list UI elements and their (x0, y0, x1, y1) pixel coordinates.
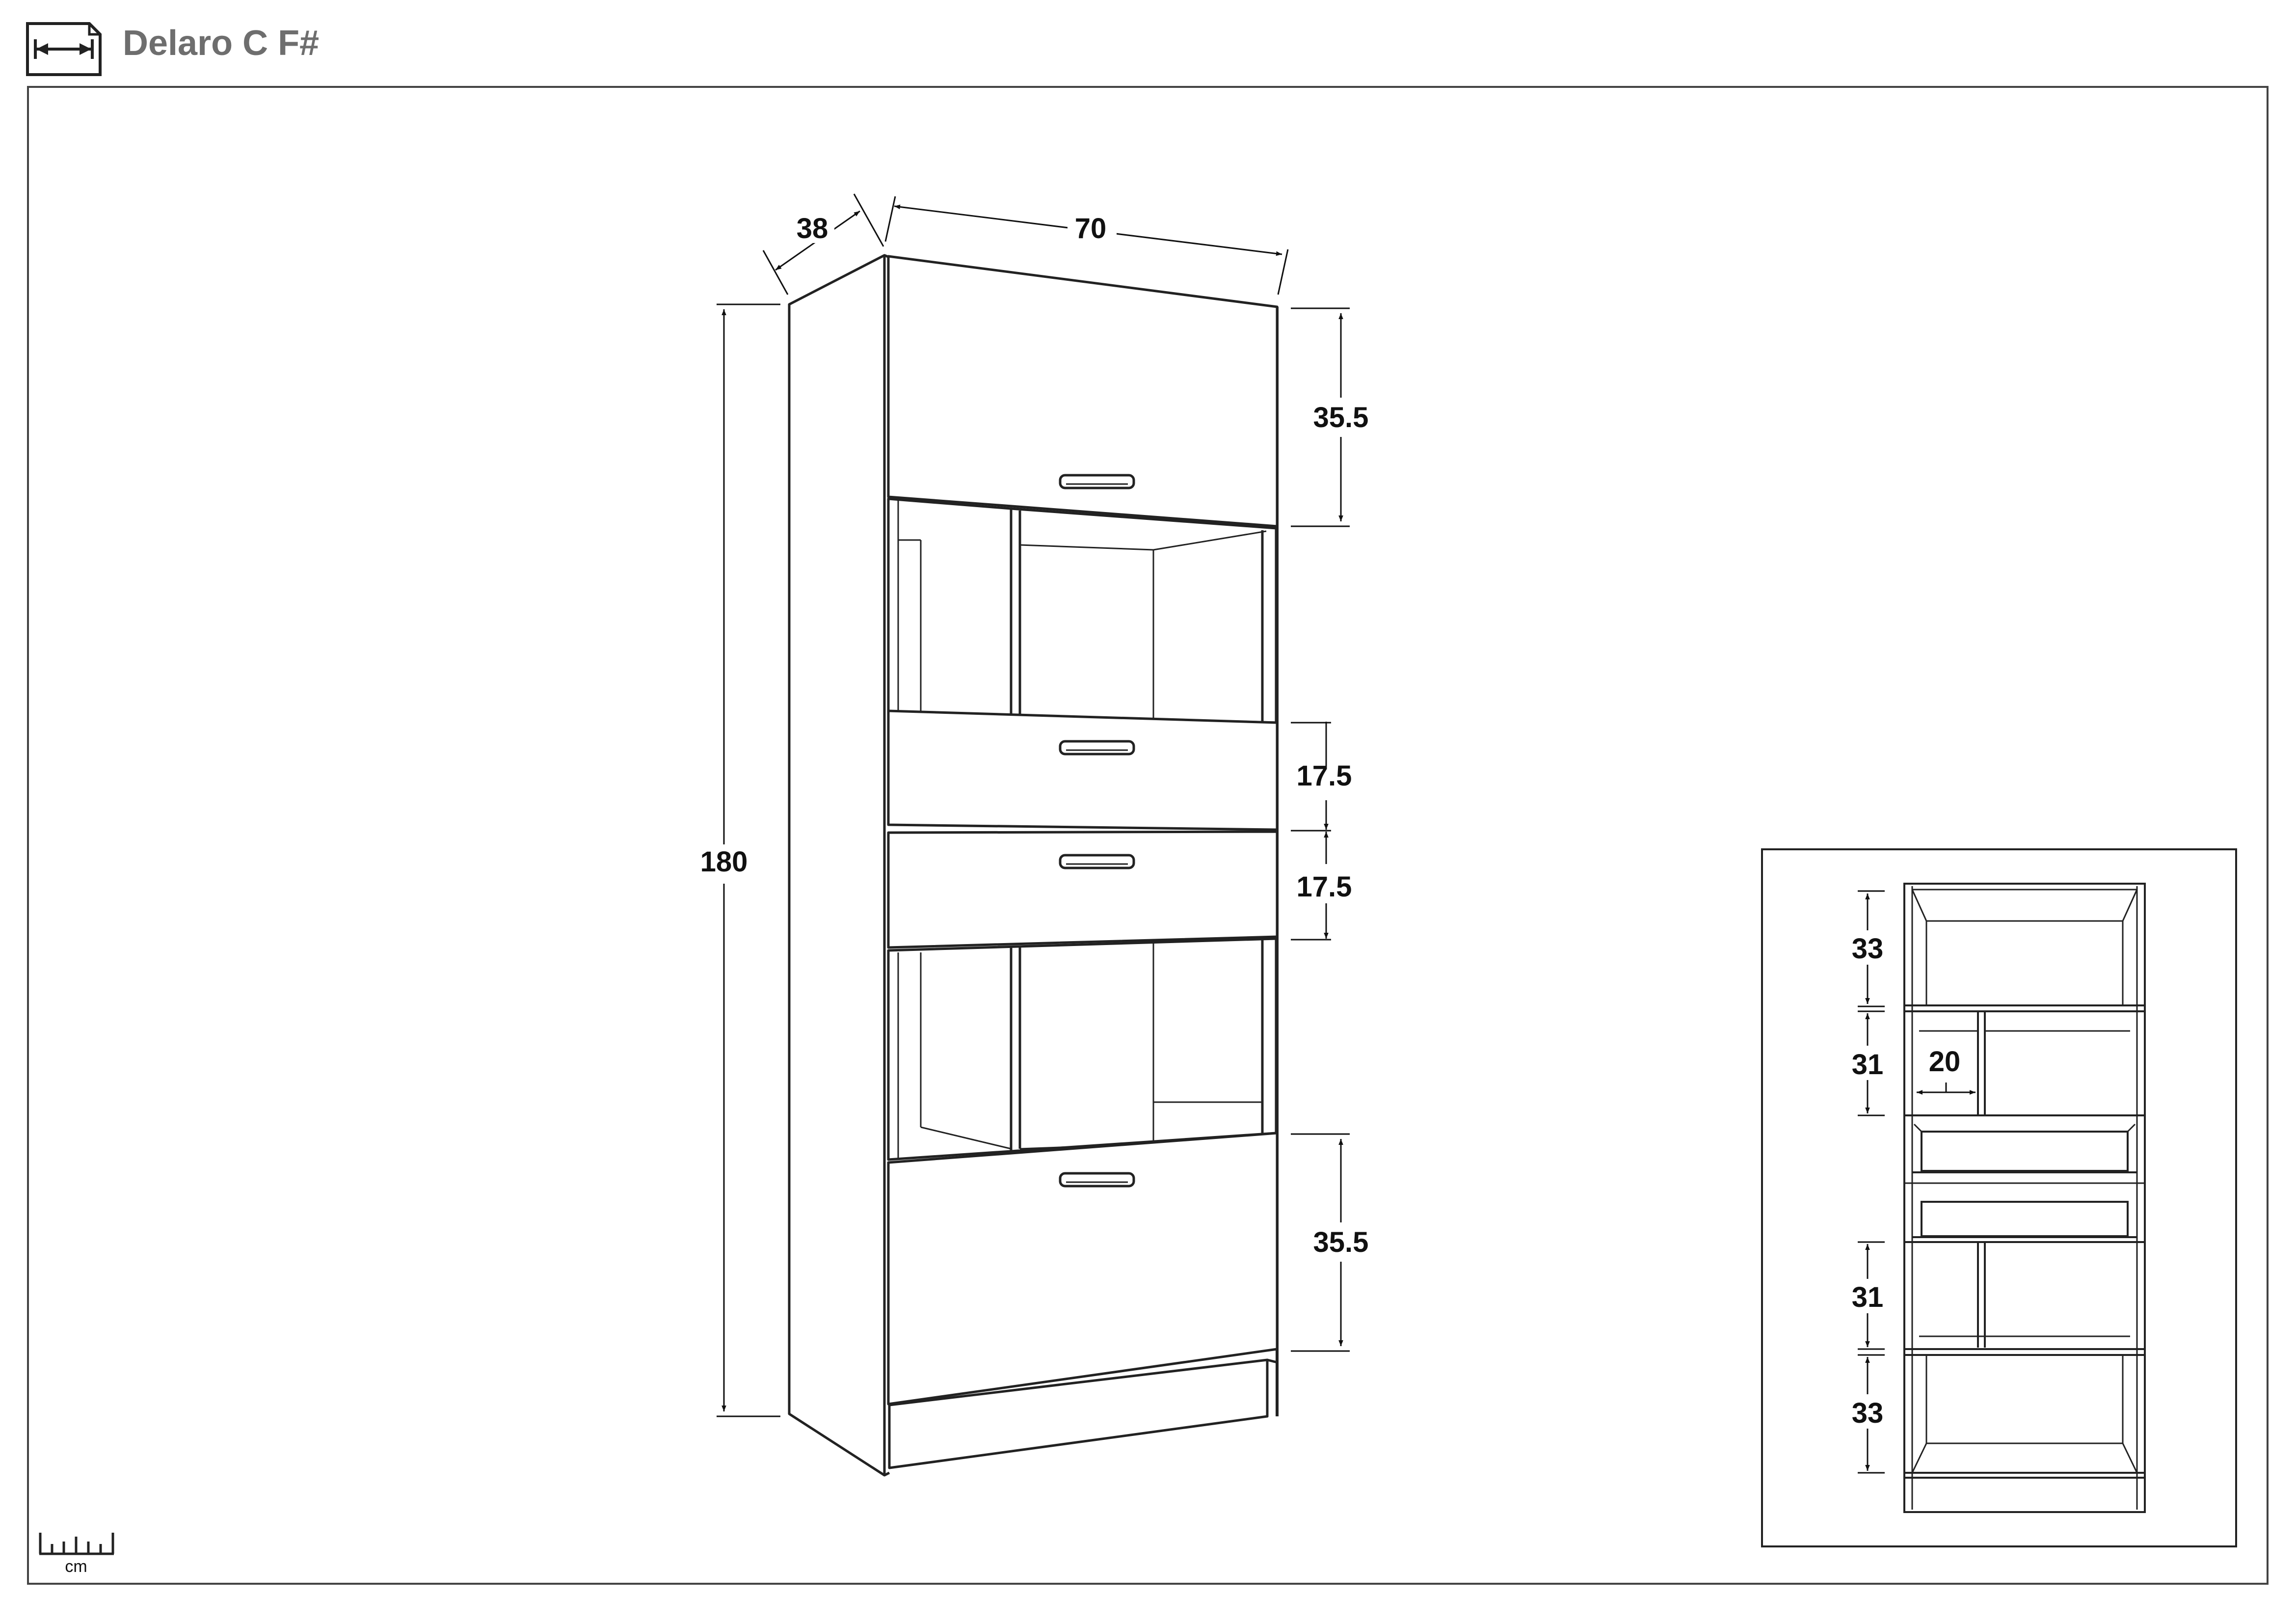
cabinet-body (788, 254, 1279, 1477)
inset-partition-label: 20 (1929, 1046, 1961, 1078)
inset-frame (1761, 848, 2237, 1547)
bottom-front-label: 35.5 (1313, 1226, 1369, 1258)
drawer-1-label: 17.5 (1297, 760, 1352, 792)
inset-upper-shelf-label: 31 (1852, 1049, 1884, 1081)
inset-lower-shelf-label: 31 (1852, 1281, 1884, 1313)
drawer-2-label: 17.5 (1297, 871, 1352, 903)
upper-compartment (887, 497, 1278, 724)
inset-drawer-1 (1921, 1131, 2129, 1172)
drawer-2-front (887, 830, 1279, 949)
inset-top-label: 33 (1852, 933, 1884, 965)
height-label: 180 (700, 846, 748, 878)
depth-label: 38 (797, 213, 828, 244)
handles (1059, 474, 1135, 1188)
inset-cabinet-outline (1903, 883, 2146, 1513)
cabinet-side-panel (788, 254, 886, 1477)
top-flap-handle (1059, 474, 1135, 489)
dimension-arrow-icon (26, 22, 102, 76)
inset-bottom-label: 33 (1852, 1397, 1884, 1429)
drawer-1-handle (1059, 740, 1135, 756)
drawer-2-handle (1059, 854, 1135, 869)
ruler-icon (39, 1533, 114, 1555)
bottom-flap-front (887, 1132, 1279, 1406)
drawing-frame (27, 86, 2269, 1585)
top-front-label: 35.5 (1313, 402, 1369, 433)
drawer-1-front (887, 709, 1279, 831)
top-flap-front (887, 255, 1279, 528)
dimension-labels: 38 70 180 35.5 17.5 17.5 35.5 (697, 209, 1377, 1262)
inset-view: 33 31 20 31 33 (1761, 848, 2237, 1547)
plinth (888, 1358, 1269, 1469)
scale-unit-label: cm (65, 1557, 87, 1576)
page-title: Delaro C F# (123, 24, 320, 63)
width-label: 70 (1075, 213, 1107, 244)
lower-compartment (887, 937, 1278, 1161)
bottom-flap-handle (1059, 1172, 1135, 1188)
